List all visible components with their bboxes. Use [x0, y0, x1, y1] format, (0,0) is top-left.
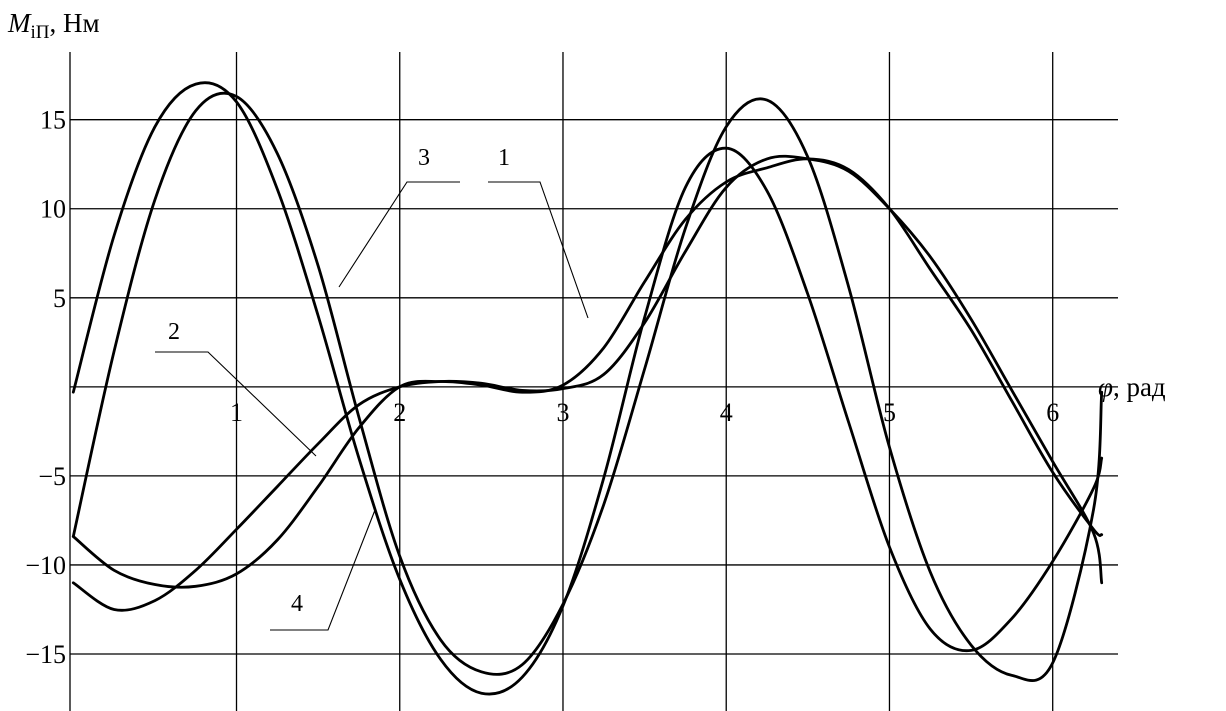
series-curves: [71, 81, 1104, 696]
y-tick-label: −10: [25, 551, 66, 580]
series-4-line: [71, 91, 1104, 682]
y-tick-label: 15: [40, 106, 66, 135]
y-axis-title-sub: іП: [31, 22, 50, 43]
x-tick-label: 3: [556, 398, 569, 427]
y-axis-title-unit: , Нм: [50, 8, 100, 38]
x-tick-label: 6: [1046, 398, 1059, 427]
leader-line-3: [338, 181, 460, 288]
y-tick-label: −15: [25, 640, 66, 669]
curve-label-1: 1: [498, 145, 510, 171]
x-tick-label: 1: [230, 398, 243, 427]
x-tick-label: 5: [883, 398, 896, 427]
leader-line-1: [488, 181, 589, 319]
x-tick-label: 2: [393, 398, 406, 427]
x-tick-label: 4: [720, 398, 733, 427]
curve-label-2: 2: [168, 319, 180, 345]
y-axis-title: MіП, Нм: [7, 8, 100, 43]
x-axis-title-unit: , рад: [1113, 372, 1166, 402]
y-tick-label: 10: [40, 195, 66, 224]
x-axis-title: φ, рад: [1098, 372, 1166, 402]
curve-labels: 1 2 3 4: [168, 145, 510, 617]
leader-line-4: [270, 509, 376, 631]
series-2-line: [71, 154, 1104, 612]
grid: [70, 52, 1118, 711]
leader-line-2: [155, 351, 317, 457]
tick-labels: 1 2 3 4 5 6 −15 −10 −5 5 10 15: [25, 106, 1059, 669]
curve-leaders: [155, 181, 589, 631]
curve-label-4: 4: [291, 591, 303, 617]
y-axis-title-main: M: [7, 8, 32, 38]
y-tick-label: 5: [53, 284, 66, 313]
curve-label-3: 3: [418, 145, 430, 171]
series-3-line: [71, 81, 1104, 696]
y-tick-label: −5: [38, 462, 66, 491]
x-axis-title-main: φ: [1098, 372, 1113, 402]
series-1-line: [71, 157, 1104, 589]
